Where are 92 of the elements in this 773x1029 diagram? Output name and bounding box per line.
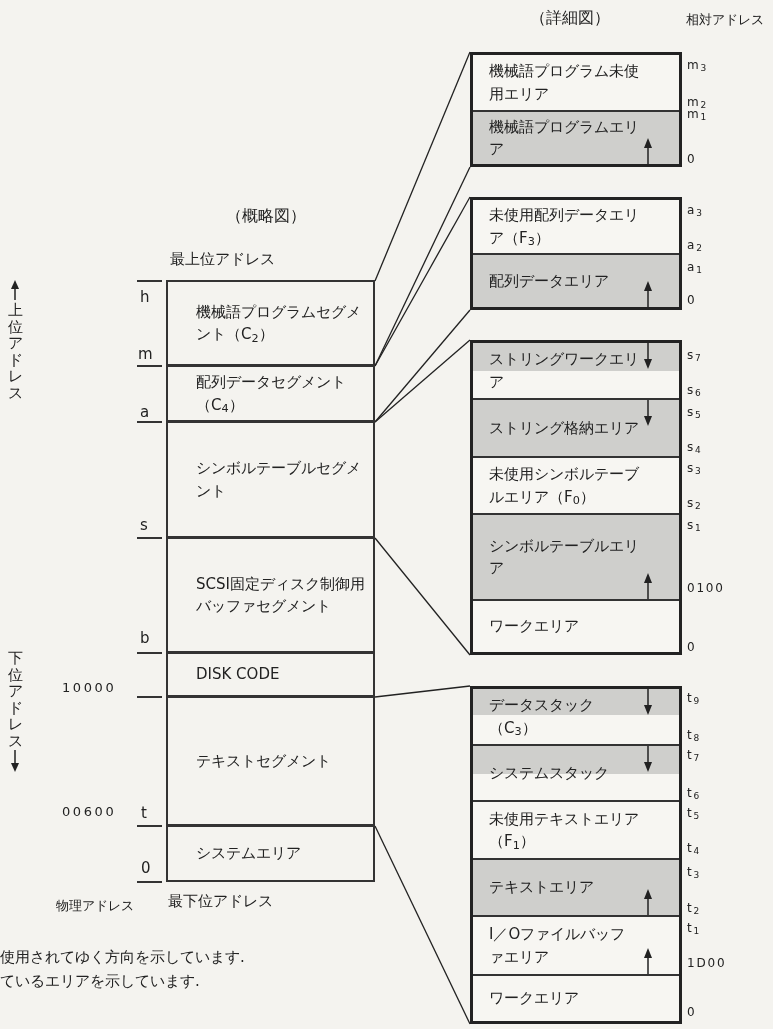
relative-address: 0 [687, 1004, 697, 1021]
connector-line [374, 537, 471, 656]
address-symbol: h [140, 287, 150, 308]
address-value: 00600 [62, 803, 117, 821]
memory-area-row [473, 515, 679, 601]
axis-label: 下位アドレス [8, 650, 23, 749]
connector-line [374, 51, 471, 282]
memory-area-row [473, 112, 679, 164]
relative-address: t$_{7}$ [687, 747, 702, 764]
area-label: 機械語プログラムエリア [489, 116, 639, 160]
relative-address: t$_{3}$ [687, 864, 702, 881]
relative-address: s$_{1}$ [687, 517, 703, 534]
relative-address: 0 [687, 292, 697, 309]
relative-address: s$_{2}$ [687, 495, 703, 512]
area-label: 配列データセグメント（C$_{4}$） [196, 372, 347, 416]
relative-address: s$_{3}$ [687, 460, 703, 477]
memory-map-box [470, 52, 682, 167]
area-label: ストリングワークエリア [489, 349, 639, 393]
area-label: ストリング格納エリア [489, 417, 639, 439]
segment-box [166, 280, 375, 366]
relative-address: s$_{6}$ [687, 382, 703, 399]
relative-address: t$_{1}$ [687, 920, 702, 937]
axis-label: 物理アドレス [56, 897, 134, 915]
relative-address: 1D00 [687, 955, 727, 972]
memory-area-row [473, 860, 679, 917]
relative-address: t$_{9}$ [687, 690, 702, 707]
relative-address: 0100 [687, 580, 725, 597]
relative-address: m$_{3}$ [687, 57, 709, 74]
segment-box [166, 652, 375, 697]
memory-map-box [470, 197, 682, 310]
memory-area-row [473, 689, 679, 746]
area-label: データスタック（C$_{3}$） [489, 695, 595, 739]
address-value: 10000 [62, 679, 117, 697]
connector-line [374, 339, 471, 423]
relative-address: a$_{2}$ [687, 237, 704, 254]
relative-address: 0 [687, 151, 697, 168]
axis-label: 相対アドレス [686, 11, 764, 29]
connector-line [374, 685, 471, 698]
memory-area-row [473, 746, 679, 802]
area-label: 未使用配列データエリア（F$_{3}$） [489, 205, 639, 249]
area-label: シンボルテーブルエリア [489, 535, 639, 579]
area-label: システムエリア [196, 843, 302, 865]
area-label: システムスタック [489, 762, 610, 784]
relative-address: t$_{6}$ [687, 785, 702, 802]
area-label: ワークエリア [489, 616, 580, 638]
memory-map-box [470, 340, 682, 655]
segment-box [166, 365, 375, 422]
relative-address: s$_{5}$ [687, 404, 703, 421]
connector-line [374, 825, 471, 1025]
address-label: 最上位アドレス [170, 249, 275, 270]
address-label: 最下位アドレス [168, 891, 273, 912]
area-label: 未使用シンボルテーブルエリア（F$_{0}$） [489, 464, 639, 508]
address-symbol: b [140, 628, 150, 649]
diagram-heading: （詳細図） [530, 7, 610, 29]
memory-area-row [473, 343, 679, 400]
segment-box [166, 825, 375, 882]
segment-box [166, 537, 375, 653]
area-label: I／Oファイルバッファエリア [489, 924, 627, 968]
note-text: 使用されてゆく方向を示しています. [0, 947, 245, 968]
address-symbol: t [141, 803, 147, 824]
area-label: DISK CODE [196, 664, 281, 686]
address-symbol: 0 [141, 858, 151, 879]
area-label: ワークエリア [489, 988, 580, 1010]
area-label: 機械語プログラム未使用エリア [489, 61, 639, 105]
segment-box [166, 696, 375, 826]
address-symbol: s [140, 515, 148, 536]
relative-address: t$_{8}$ [687, 727, 702, 744]
diagram-heading: （概略図） [226, 205, 306, 227]
address-symbol: m [138, 344, 153, 365]
area-label: シンボルテーブルセグメント [196, 458, 362, 502]
relative-address: t$_{2}$ [687, 900, 702, 917]
relative-address: s$_{7}$ [687, 347, 703, 364]
memory-map-box [470, 686, 682, 1024]
relative-address: a$_{3}$ [687, 202, 704, 219]
axis-label: 上位アドレス [8, 302, 23, 401]
relative-address: 0 [687, 639, 697, 656]
relative-address: s$_{4}$ [687, 439, 703, 456]
segment-box [166, 421, 375, 538]
area-label: 機械語プログラムセグメント（C$_{2}$） [196, 301, 362, 346]
connector-line [374, 309, 471, 423]
relative-address: t$_{5}$ [687, 805, 702, 822]
area-label: テキストセグメント [196, 750, 332, 772]
area-label: 配列データエリア [489, 270, 610, 292]
address-symbol: a [140, 402, 150, 423]
memory-area-row [473, 400, 679, 458]
relative-address: t$_{4}$ [687, 840, 702, 857]
area-label: テキストエリア [489, 877, 595, 899]
area-label: 未使用テキストエリア（F$_{1}$） [489, 808, 639, 853]
memory-area-row [473, 255, 679, 307]
relative-address: a$_{1}$ [687, 259, 704, 276]
area-label: SCSI固定ディスク制御用バッファセグメント [196, 573, 365, 617]
note-text: ているエリアを示しています. [0, 971, 200, 992]
